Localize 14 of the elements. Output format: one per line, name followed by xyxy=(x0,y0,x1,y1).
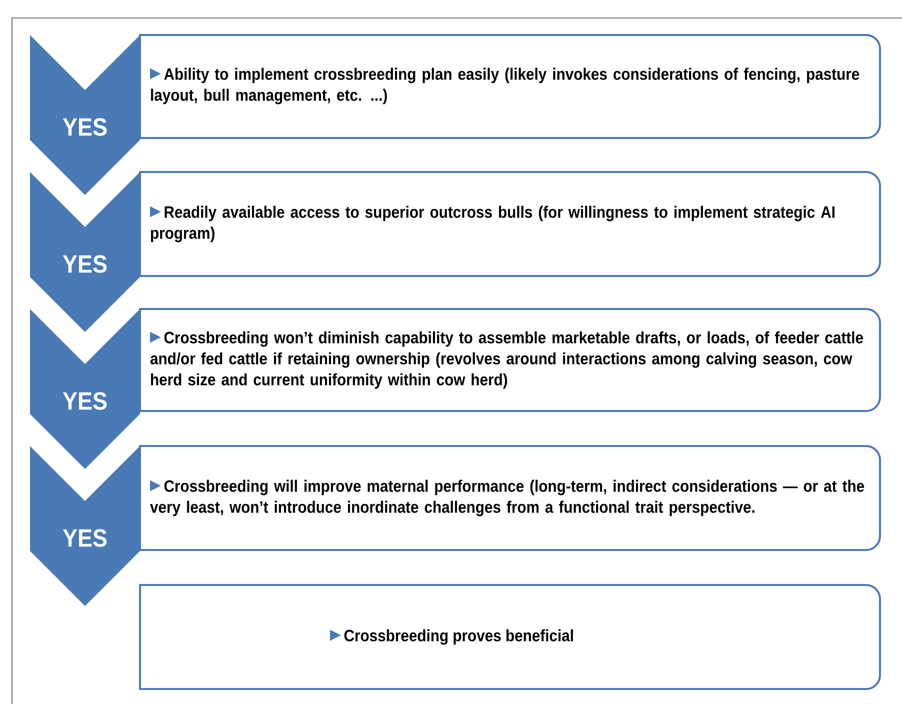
text-box: Crossbreeding will improve maternal performance (long-term, indirect considerations — or at the very least, won’t introduce inordinate challenges from a functional trait perspective. xyxy=(139,445,881,551)
node-label: Ability to implement crossbreeding plan easily (likely invokes considerations of fencing, pasture layout, bull management, etc. ...) xyxy=(151,68,860,104)
text-box: Crossbreeding won’t diminish capability to assemble marketable drafts, or loads, of feeder cattle and/or fed cattle if retaining ownership (revolves around interactions among calving season, cow herd size and current uniformity within cow herd) xyxy=(139,308,881,412)
yes-banner: YES xyxy=(30,446,140,606)
node-label: Readily available access to superior outcross bulls (for willingness to implement strategic AI program) xyxy=(150,206,834,242)
yes-banner: YES xyxy=(30,309,140,469)
node-label: Crossbreeding proves beneficial xyxy=(344,629,573,645)
yes-banner: YES xyxy=(30,172,140,332)
node-label: Crossbreeding will improve maternal performance (long-term, indirect considerations — or at the very least, won’t introduce inordinate challenges from a functional trait perspective. xyxy=(150,480,864,516)
text-box: Ability to implement crossbreeding plan easily (likely invokes considerations of fencing, pasture layout, bull management, etc. ...) xyxy=(139,34,881,139)
node-label: Crossbreeding won’t diminish capability to assemble marketable drafts, or loads, of feeder cattle and/or fed cattle if retaining ownership (revolves around interactions among calving season, cow herd size and current uniformity within cow herd) xyxy=(150,331,863,389)
text-box: Readily available access to superior outcross bulls (for willingness to implement strategic AI program) xyxy=(139,171,881,277)
yes-banner: YES xyxy=(30,35,140,195)
text-box: Crossbreeding proves beneficial xyxy=(139,584,881,690)
